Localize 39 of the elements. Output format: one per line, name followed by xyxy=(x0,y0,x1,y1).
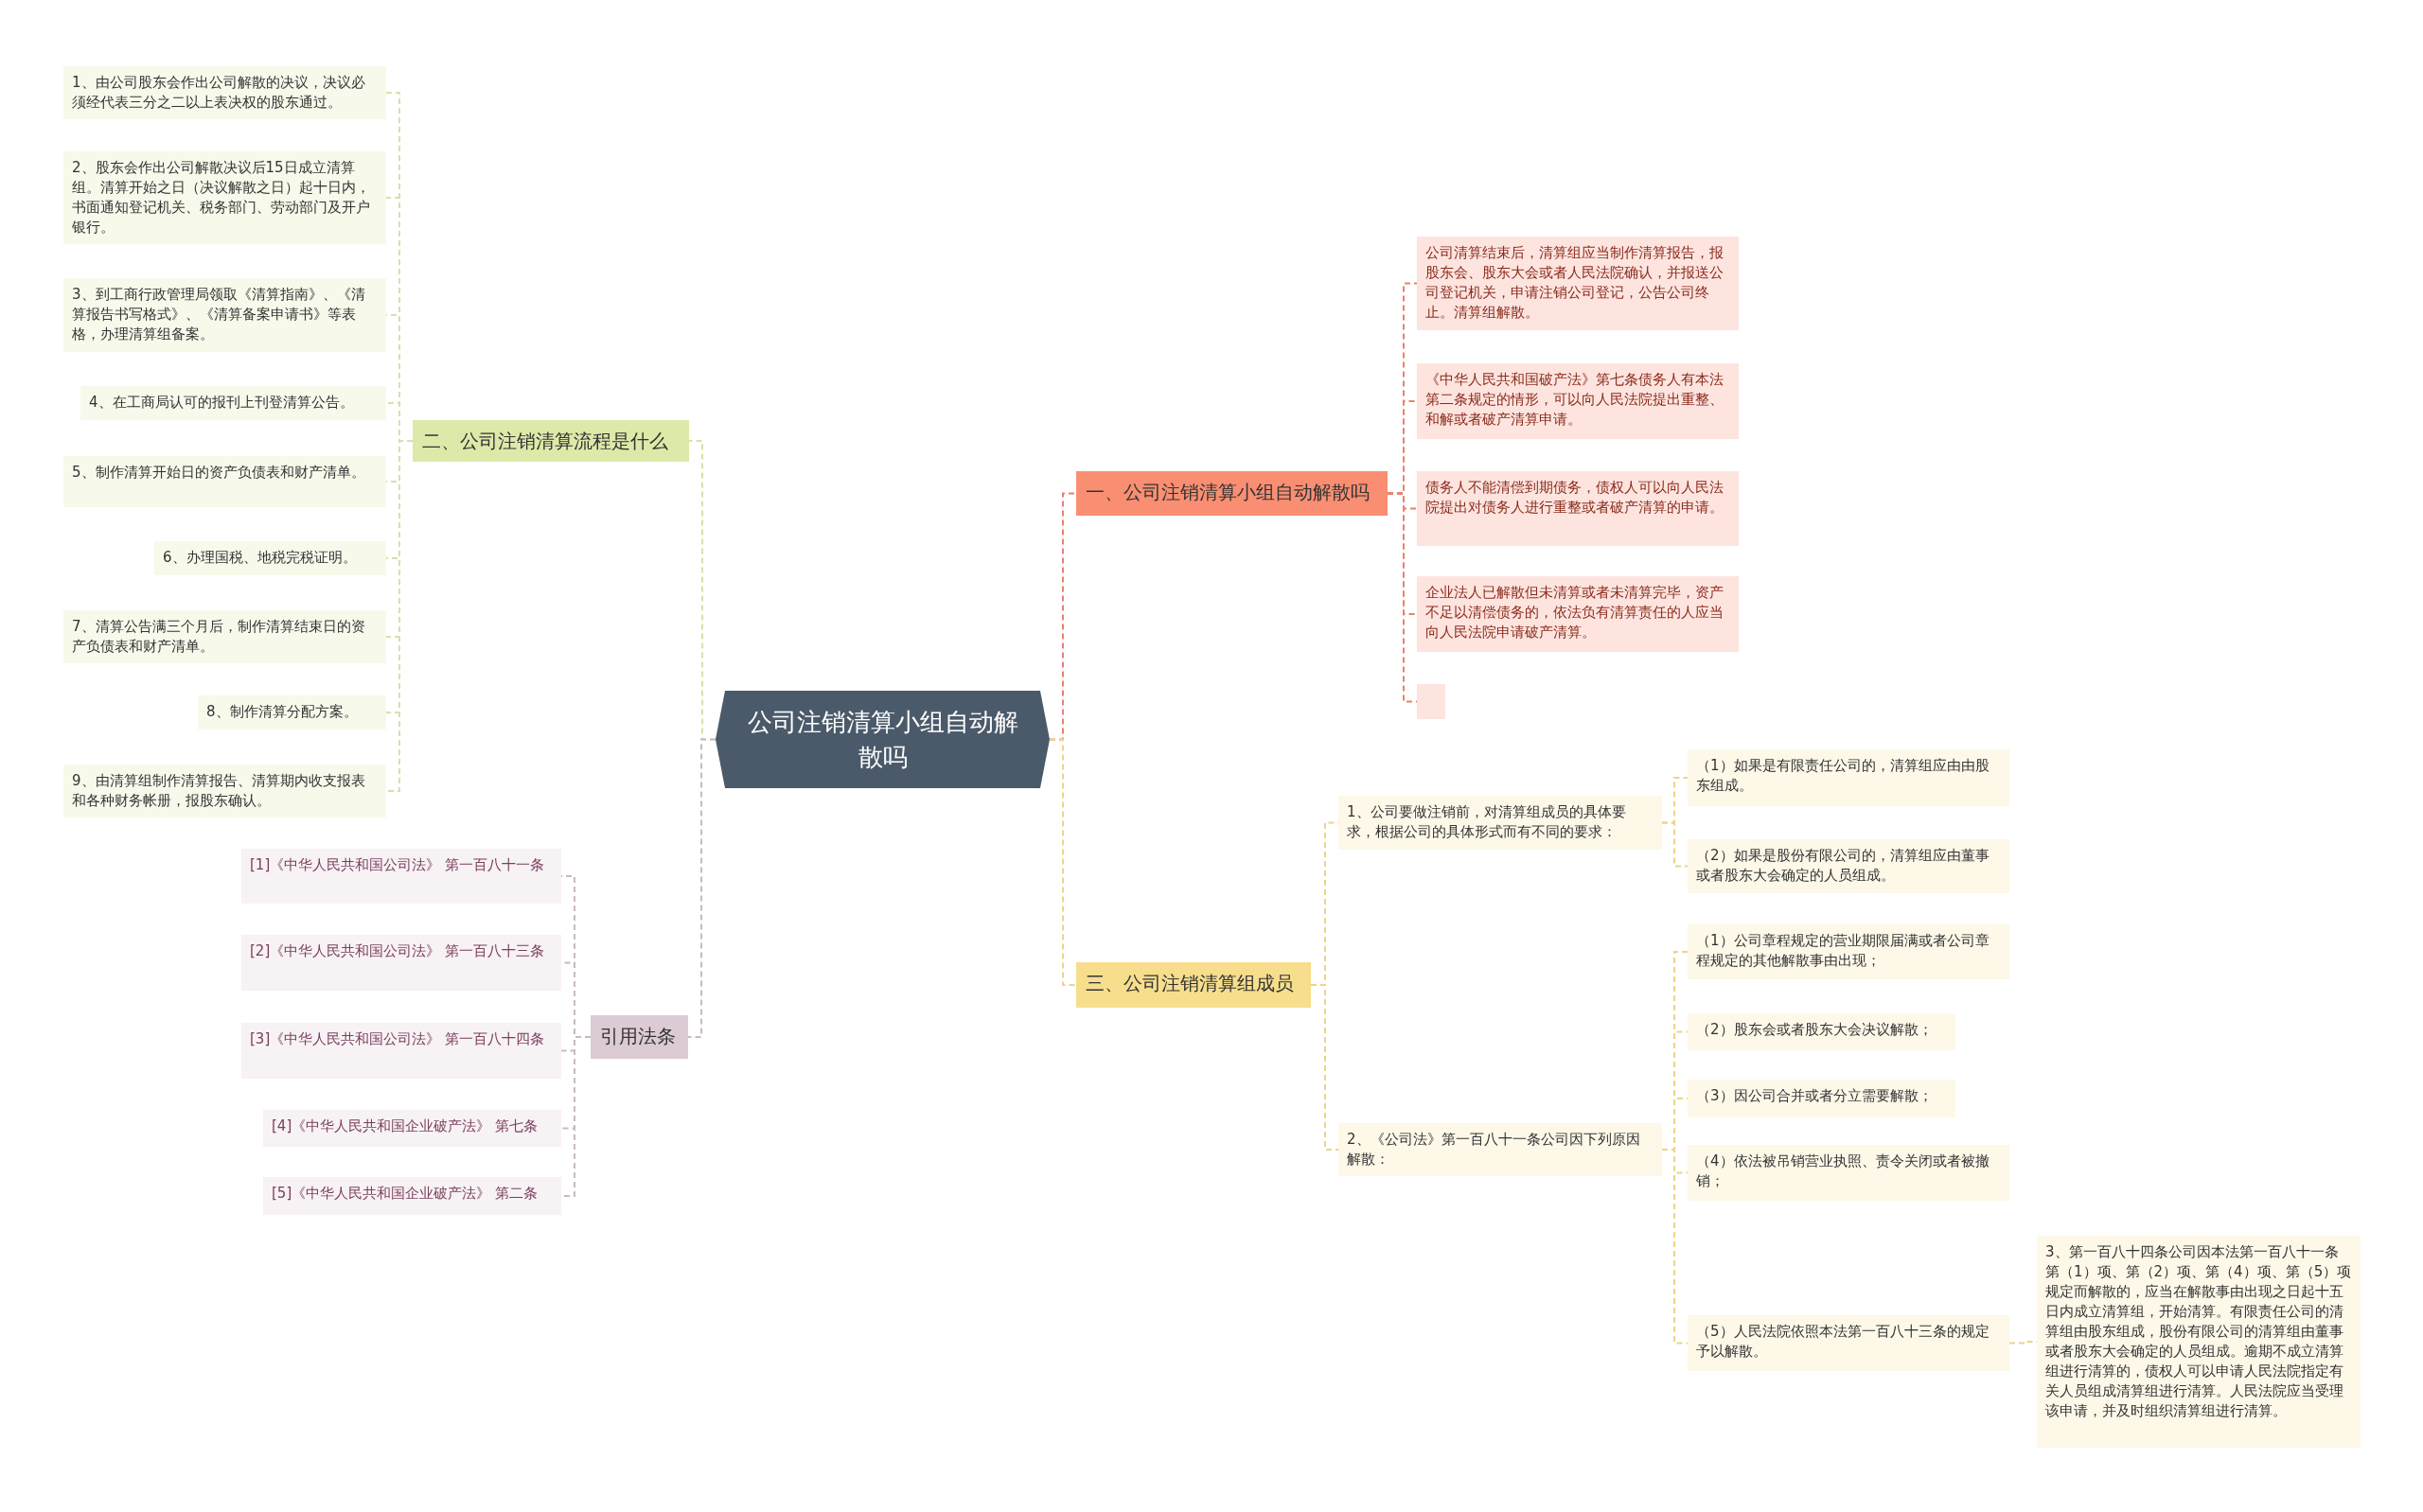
empty-box xyxy=(1417,684,1445,719)
central-topic: 公司注销清算小组自动解散吗 xyxy=(716,691,1050,788)
topic-box: 企业法人已解散但未清算或者未清算完毕，资产不足以清偿债务的，依法负有清算责任的人应当向人民法院申请破产清算。 xyxy=(1417,576,1739,652)
topic-box: （1）如果是有限责任公司的，清算组应由由股东组成。 xyxy=(1688,749,2009,806)
topic-box: 8、制作清算分配方案。 xyxy=(198,695,386,730)
connector-line xyxy=(1661,1149,1689,1345)
topic-box: （2）股东会或者股东大会决议解散； xyxy=(1688,1013,1955,1050)
connector-line xyxy=(1310,984,1339,1151)
topic-box: （1）公司章程规定的营业期限届满或者公司章程规定的其他解散事由出现； xyxy=(1688,924,2009,979)
topic-box: 1、公司要做注销前，对清算组成员的具体要求，根据公司的具体形式而有不同的要求： xyxy=(1338,796,1662,850)
topic-box: （3）因公司合并或者分立需要解散； xyxy=(1688,1080,1955,1117)
topic-box: [1]《中华人民共和国公司法》 第一百八十一条 xyxy=(241,849,561,904)
topic-box: [5]《中华人民共和国企业破产法》 第二条 xyxy=(263,1177,561,1215)
topic-box: 9、由清算组制作清算报告、清算期内收支报表和各种财务帐册，报股东确认。 xyxy=(63,765,386,818)
topic-box: 7、清算公告满三个月后，制作清算结束日的资产负债表和财产清单。 xyxy=(63,610,386,663)
topic-box: 2、《公司法》第一百八十一条公司因下列原因解散： xyxy=(1338,1123,1662,1176)
topic-box: 4、在工商局认可的报刊上刊登清算公告。 xyxy=(80,386,386,420)
topic-box: 债务人不能清偿到期债务，债权人可以向人民法院提出对债务人进行重整或者破产清算的申请。 xyxy=(1417,471,1739,546)
topic-box: 公司清算结束后，清算组应当制作清算报告，报股东会、股东大会或者人民法院确认，并报送公司登记机关，申请注销公司登记，公告公司终止。清算组解散。 xyxy=(1417,237,1739,330)
topic-box: [2]《中华人民共和国公司法》 第一百八十三条 xyxy=(241,935,561,991)
connector-line xyxy=(1049,738,1077,986)
topic-box: （2）如果是股份有限公司的，清算组应由董事或者股东大会确定的人员组成。 xyxy=(1688,839,2009,893)
topic-box: 5、制作清算开始日的资产负债表和财产清单。 xyxy=(63,456,386,507)
branch-topic: 二、公司注销清算流程是什么 xyxy=(413,420,689,462)
branch-topic: 三、公司注销清算组成员 xyxy=(1076,962,1311,1008)
topic-box: 2、股东会作出公司解散决议后15日成立清算组。清算开始之日（决议解散之日）起十日内，书面通知登记机关、税务部门、劳动部门及开户银行。 xyxy=(63,151,386,244)
topic-box: 1、由公司股东会作出公司解散的决议，决议必须经代表三分之二以上表决权的股东通过。 xyxy=(63,66,386,119)
connector-line xyxy=(687,738,716,1038)
topic-box: [4]《中华人民共和国企业破产法》 第七条 xyxy=(263,1110,561,1147)
topic-box: [3]《中华人民共和国公司法》 第一百八十四条 xyxy=(241,1023,561,1079)
branch-topic: 一、公司注销清算小组自动解散吗 xyxy=(1076,471,1388,516)
topic-box: 6、办理国税、地税完税证明。 xyxy=(154,541,386,575)
topic-box: 《中华人民共和国破产法》第七条债务人有本法第二条规定的情形，可以向人民法院提出重整、和解或者破产清算申请。 xyxy=(1417,363,1739,439)
topic-box: （5）人民法院依照本法第一百八十三条的规定予以解散。 xyxy=(1688,1315,2009,1371)
topic-box: 3、到工商行政管理局领取《清算指南》、《清算报告书写格式》、《清算备案申请书》等表格，办理清算组备案。 xyxy=(63,278,386,352)
topic-box: 3、第一百八十四条公司因本法第一百八十一条第（1）项、第（2）项、第（4）项、第（5）项规定而解散的，应当在解散事由出现之日起十五日内成立清算组，开始清算。有限责任公司的清算组由股东组成，股份有限公司的清算组由董事或者股东大会确定的人员组成。逾期不成立清算组进行清算的，债权人可以申请人民法院指定有关人员组成清算组进行清算。人民法院应当受理该申请，并及时组织清算组进行清算。 xyxy=(2037,1236,2361,1448)
topic-box: （4）依法被吊销营业执照、责令关闭或者被撤销； xyxy=(1688,1145,2009,1201)
branch-topic: 引用法条 xyxy=(591,1015,688,1059)
connector-line xyxy=(1661,821,1689,868)
